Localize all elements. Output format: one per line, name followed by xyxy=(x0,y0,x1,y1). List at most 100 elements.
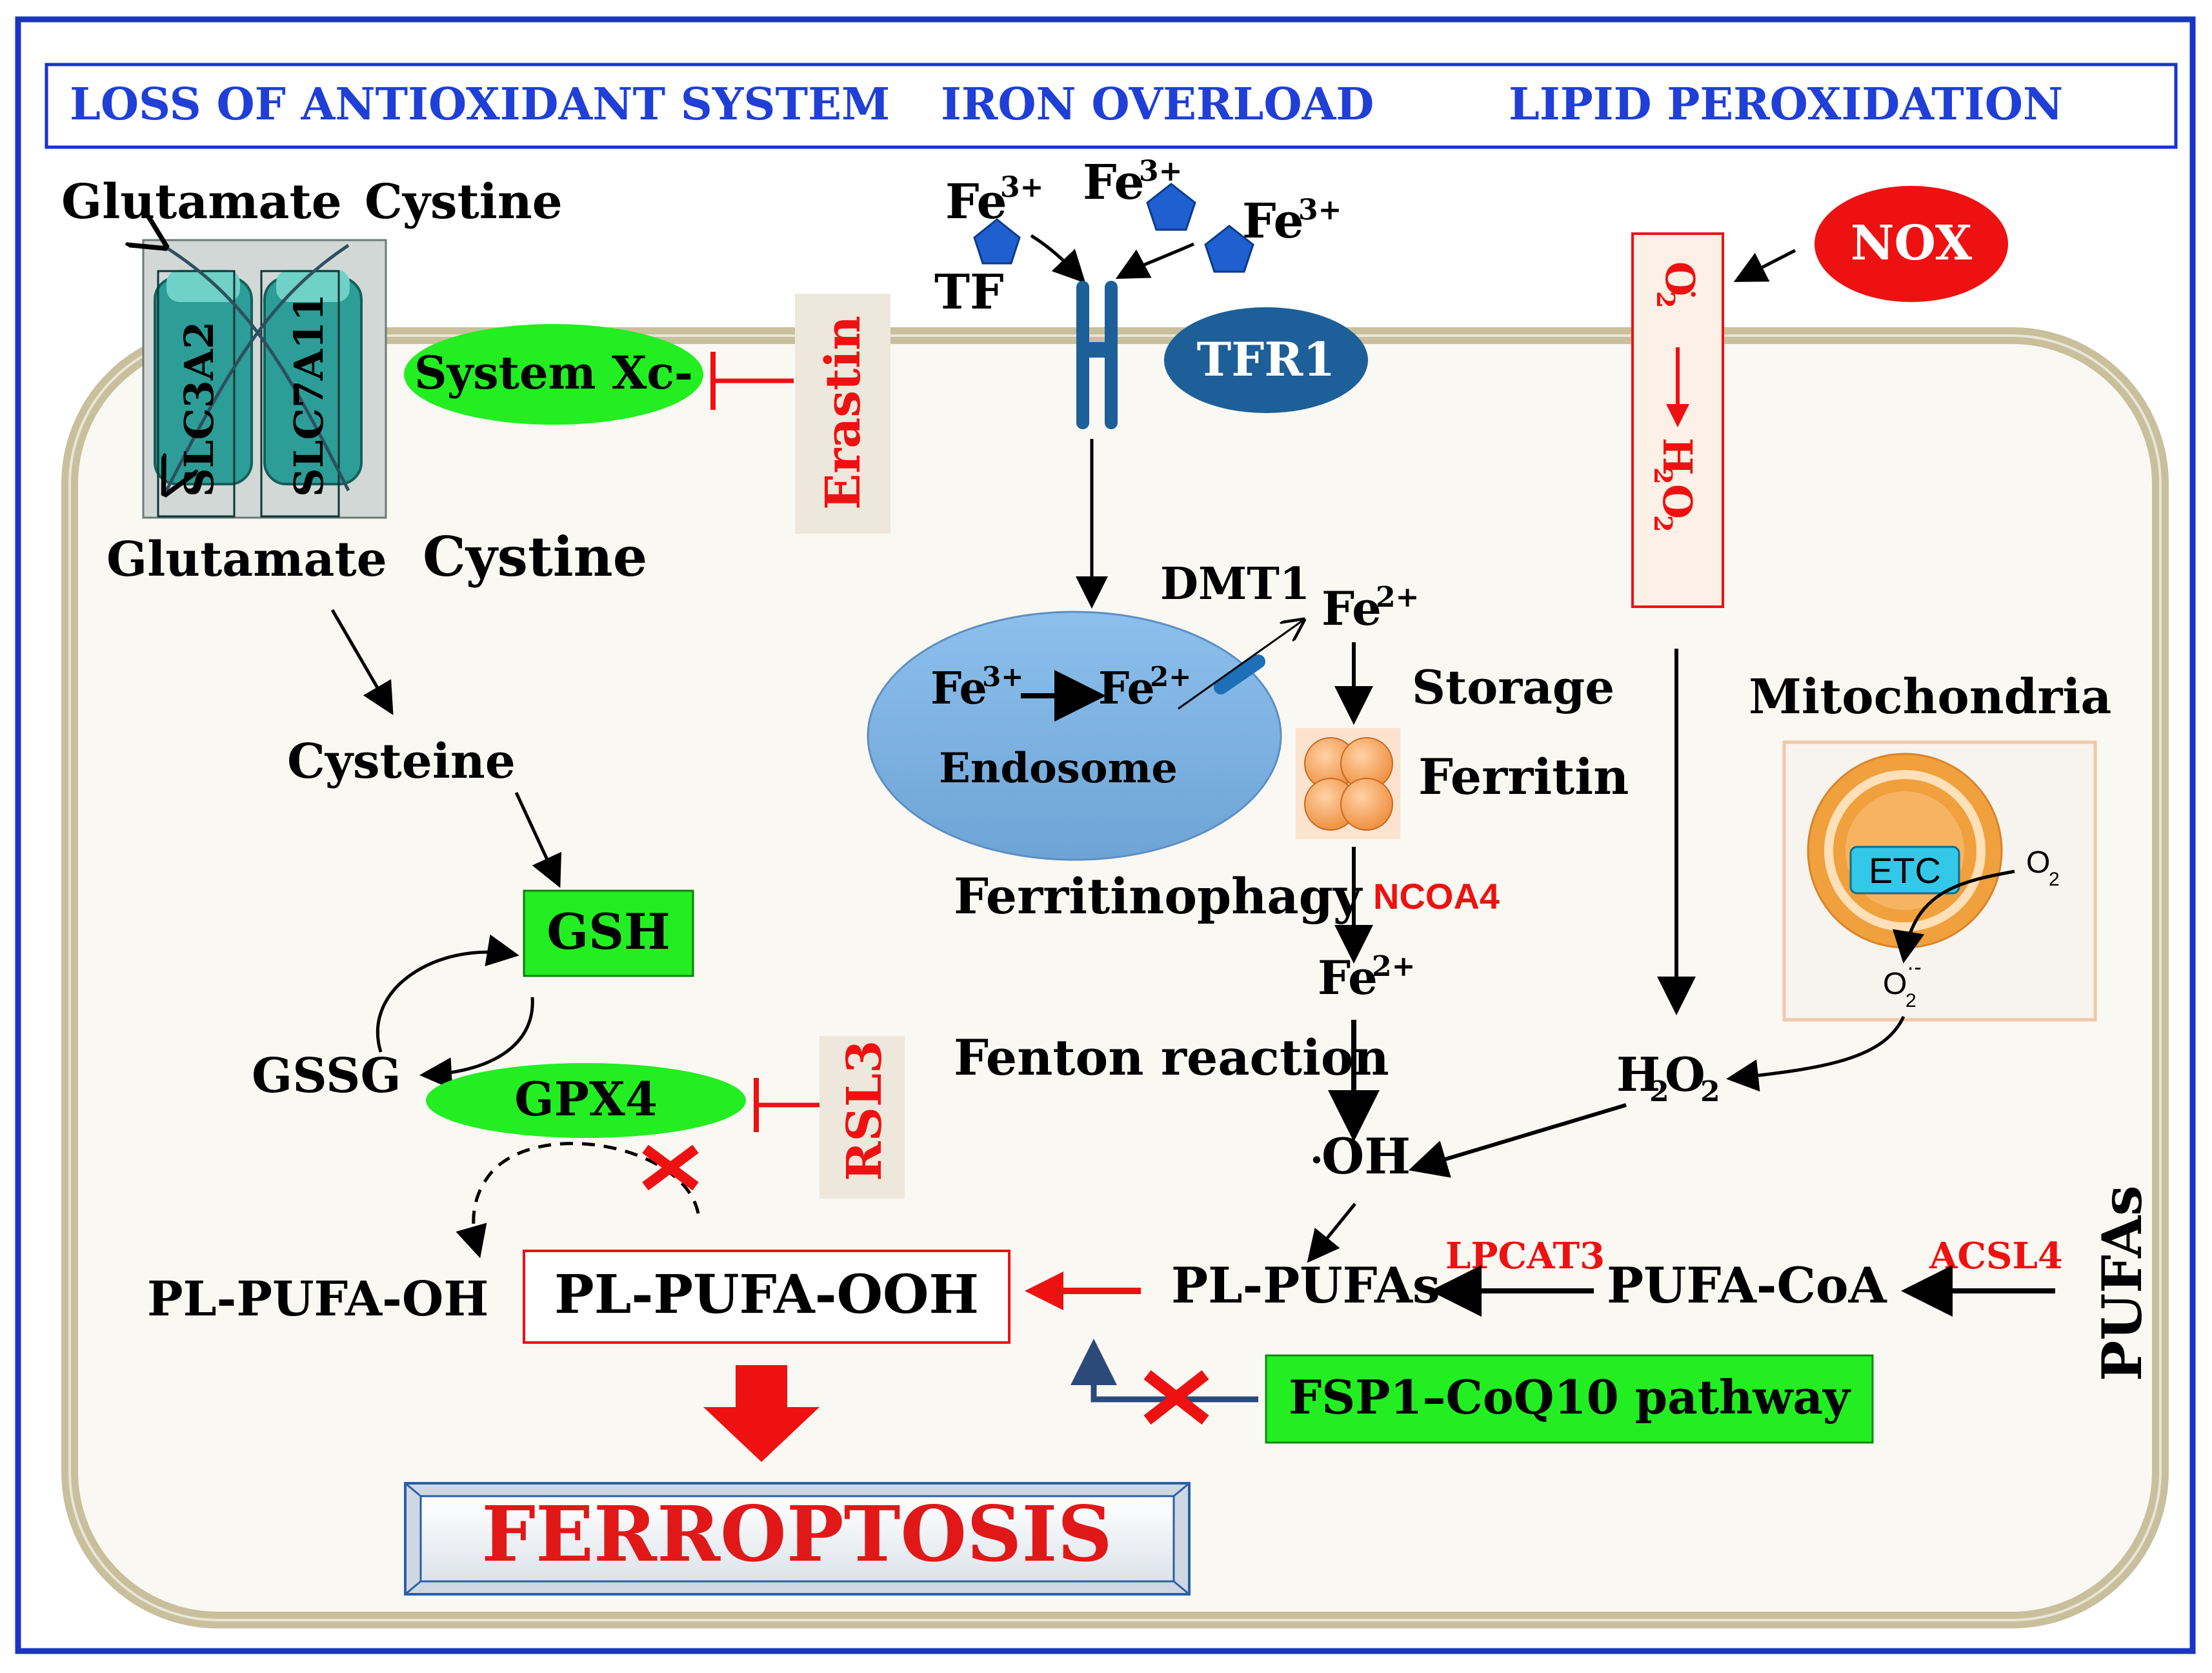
rsl3-label: RSL3 xyxy=(837,1040,892,1181)
fenton-label: Fenton reaction xyxy=(954,1029,1389,1086)
endosome xyxy=(867,611,1282,861)
cystine-bottom: Cystine xyxy=(423,525,647,589)
dmt1-channel xyxy=(1214,654,1265,695)
svg-text:2+: 2+ xyxy=(1376,581,1419,614)
svg-text:·-: ·- xyxy=(1907,955,1922,980)
acsl4-label: ACSL4 xyxy=(1929,1235,2063,1277)
pl-pufa-ooh-label: PL-PUFA-OOH xyxy=(554,1264,979,1326)
svg-text:O: O xyxy=(1656,261,1704,296)
fsp1-label: FSP1–CoQ10 pathway xyxy=(1289,1370,1851,1425)
svg-text:Fe: Fe xyxy=(1083,155,1145,210)
ferroptosis-label: FERROPTOSIS xyxy=(481,1489,1112,1579)
glutamate-top: Glutamate xyxy=(61,174,342,230)
iron-pentagon-2 xyxy=(1146,183,1196,231)
svg-text:O: O xyxy=(1665,1047,1705,1102)
header-lipid: LIPID PEROXIDATION xyxy=(1509,79,2063,130)
svg-text:Fe: Fe xyxy=(1098,663,1155,715)
svg-text:2: 2 xyxy=(1700,1075,1720,1108)
svg-text:3+: 3+ xyxy=(1139,155,1182,188)
tfr1-ellipse xyxy=(1164,307,1368,413)
gsh-box xyxy=(523,889,694,977)
fsp1-inhibit-arrow xyxy=(1071,1339,1258,1403)
arrow-to-cysteine xyxy=(330,609,394,715)
erastin-box xyxy=(795,294,890,534)
fe3-group-mid: Fe 3+ xyxy=(1083,155,1182,210)
ferroptosis-box xyxy=(404,1482,1191,1596)
tfr1-label: TFR1 xyxy=(1197,332,1336,387)
svg-text:2: 2 xyxy=(2049,869,2060,890)
ferritinophagy-label: Ferritinophagy xyxy=(954,867,1363,925)
gssg-to-gsh-arrow xyxy=(376,934,519,1053)
o2-to-superoxide-arrow xyxy=(1892,869,2015,964)
gpx4-label: GPX4 xyxy=(514,1071,658,1126)
ferroptosis-down-arrow xyxy=(703,1365,819,1462)
gpx4-ellipse xyxy=(426,1063,746,1138)
nox-arrow xyxy=(1733,248,1796,282)
svg-text:2: 2 xyxy=(1649,467,1678,484)
svg-text:Fe: Fe xyxy=(1322,581,1382,636)
header-iron: IRON OVERLOAD xyxy=(941,79,1374,130)
svg-text:·: · xyxy=(1310,1138,1323,1183)
glutamate-bottom: Glutamate xyxy=(106,532,387,587)
hydroxyl-radical: · OH xyxy=(1310,1128,1411,1185)
svg-text:3+: 3+ xyxy=(982,661,1023,693)
svg-text:Fe: Fe xyxy=(1318,950,1378,1005)
ferritin-cluster xyxy=(1296,728,1400,839)
pl-pufas-label: PL-PUFAs xyxy=(1171,1257,1440,1314)
cystine-top: Cystine xyxy=(365,174,563,230)
endosome-fe3: Fe 3+ xyxy=(930,661,1023,715)
pl-pufa-oh-label: PL-PUFA-OH xyxy=(147,1272,488,1327)
h2o2-label: H 2 O 2 xyxy=(1616,1047,1720,1108)
svg-text:Fe: Fe xyxy=(930,663,987,715)
svg-text:2: 2 xyxy=(1651,291,1680,308)
fe3-group-right: Fe 3+ xyxy=(1242,194,1342,249)
svg-text:H: H xyxy=(1654,438,1701,476)
slc7a11-label: SLC7A11 xyxy=(285,294,332,497)
gsh-label: GSH xyxy=(547,903,670,960)
dmt1-label: DMT1 xyxy=(1160,558,1310,610)
svg-text:Fe: Fe xyxy=(1242,194,1304,249)
transporter-complex: SLC3A2 SLC7A11 xyxy=(143,240,387,519)
erastin-label: Erastin xyxy=(816,316,871,510)
fe2-after-dmt1: Fe 2+ xyxy=(1322,581,1419,636)
fe3-group-left: Fe 3+ xyxy=(945,171,1043,230)
svg-text:O: O xyxy=(1654,484,1701,519)
fsp1-blocked-cross xyxy=(1143,1370,1209,1425)
endosome-label: Endosome xyxy=(939,744,1178,793)
storage-label: Storage xyxy=(1412,660,1614,715)
svg-text:3+: 3+ xyxy=(1000,171,1043,204)
svg-text:2: 2 xyxy=(1649,1075,1669,1108)
gsh-to-gssg-arrow xyxy=(419,997,534,1090)
rsl3-box xyxy=(819,1036,905,1199)
header-antioxidant: LOSS OF ANTIOXIDANT SYSTEM xyxy=(70,79,890,130)
svg-text:2+: 2+ xyxy=(1150,661,1191,693)
superoxide-to-h2o2-arrow xyxy=(1726,1015,1905,1092)
fsp1-box xyxy=(1265,1354,1874,1444)
tf-label: TF xyxy=(934,265,1004,320)
nox-ellipse xyxy=(1815,186,2008,302)
svg-text:3+: 3+ xyxy=(1298,194,1342,227)
mito-o2: O 2 xyxy=(2026,846,2060,890)
svg-text:2: 2 xyxy=(1905,990,1916,1011)
etc-box xyxy=(1849,846,1960,895)
svg-text:2+: 2+ xyxy=(1372,950,1415,983)
pufa-coa-label: PUFA-CoA xyxy=(1607,1257,1887,1314)
etc-label: ETC xyxy=(1869,850,1941,891)
gssg-label: GSSG xyxy=(252,1048,401,1104)
endosome-fe2: Fe 2+ xyxy=(1098,661,1191,715)
mito-superoxide: O 2 ·- xyxy=(1883,955,1922,1011)
pl-pufa-ooh-box xyxy=(523,1250,1010,1344)
system-xc-label: System Xc- xyxy=(414,346,693,400)
arrow-to-gsh xyxy=(514,791,561,888)
svg-text:O: O xyxy=(2026,846,2050,880)
svg-text:O: O xyxy=(1883,967,1907,1001)
h2o2-vertical-label: H 2 O 2 xyxy=(1649,438,1701,532)
oh-to-pufas-arrow xyxy=(1307,1202,1356,1263)
system-xc-ellipse xyxy=(404,324,703,425)
h2o2-to-oh-arrow xyxy=(1408,1103,1627,1178)
ncoa4-label: NCOA4 xyxy=(1373,876,1500,917)
iron-pentagon-1 xyxy=(973,218,1021,265)
svg-text:H: H xyxy=(1616,1047,1660,1102)
transferrin-receptor-channel xyxy=(1076,281,1118,429)
